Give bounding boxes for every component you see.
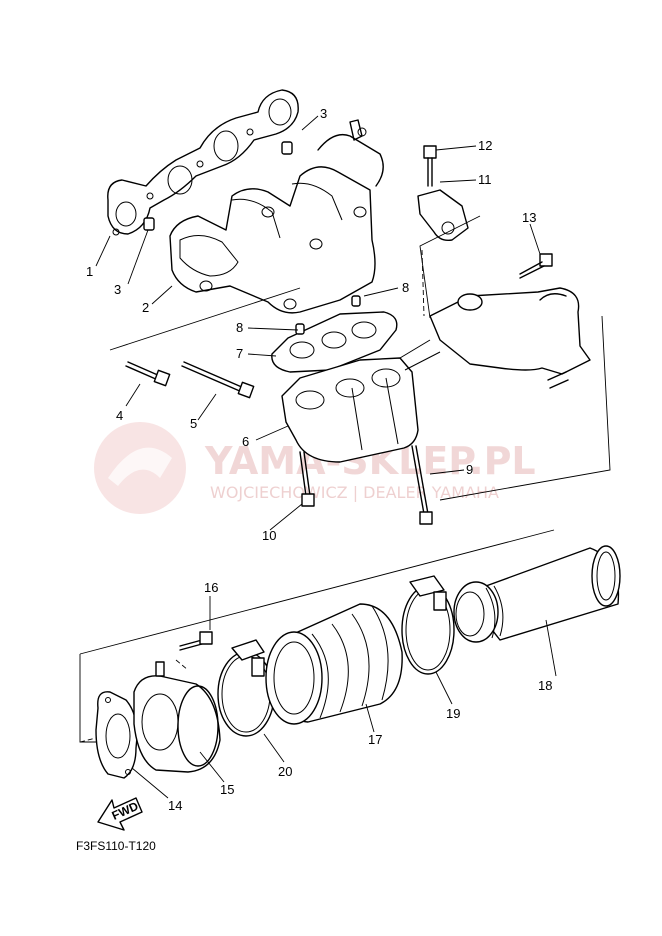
callout-11: 11 [478, 172, 492, 187]
part-11-bracket [417, 189, 469, 242]
callout-1: 1 [86, 264, 93, 279]
callout-8-upper: 8 [402, 280, 409, 295]
watermark-subtitle: WOJCIECHOWICZ | DEALER YAMAHA [210, 483, 499, 502]
part-5-long-bolt [181, 361, 255, 399]
exhaust-pipe-assembly [399, 287, 591, 389]
callout-9: 9 [466, 462, 473, 477]
part-14-flange-gasket [95, 691, 138, 779]
part-17-rubber-hose [265, 603, 403, 725]
part-10-bolt [299, 451, 315, 507]
part-2-exhaust-manifold [169, 119, 384, 314]
part-15-flange [133, 661, 221, 773]
fwd-arrow-icon: FWD [97, 797, 143, 831]
part-16-bolt [179, 631, 213, 651]
diagram-code: F3FS110-T120 [76, 839, 156, 853]
part-8-pin-upper [351, 295, 361, 307]
callout-17: 17 [368, 732, 382, 747]
assembly-frame-dash-upper [421, 249, 425, 317]
callout-13: 13 [522, 210, 536, 225]
assembly-frame-upper [109, 215, 611, 501]
part-9-bolt [411, 445, 433, 525]
part-19-hose-clamp [401, 575, 455, 675]
callout-7: 7 [236, 346, 243, 361]
callout-12: 12 [478, 138, 492, 153]
callout-2: 2 [142, 300, 149, 315]
callout-8-lower: 8 [236, 320, 243, 335]
part-4-bolt [125, 361, 171, 387]
callout-19: 19 [446, 706, 460, 721]
part-13-bolt [519, 253, 553, 279]
callout-3-lower: 3 [114, 282, 121, 297]
callout-10: 10 [262, 528, 276, 543]
part-6-outlet-block [281, 357, 419, 463]
part-3-dowel-lower [143, 217, 155, 231]
callout-3-upper: 3 [320, 106, 327, 121]
callout-20: 20 [278, 764, 292, 779]
leader-lines [95, 115, 557, 799]
callout-4: 4 [116, 408, 123, 423]
part-3-dowel-upper [281, 141, 293, 155]
assembly-frame-dash-16 [175, 659, 189, 671]
callout-15: 15 [220, 782, 234, 797]
callout-18: 18 [538, 678, 552, 693]
callout-labels: 1 2 3 3 4 5 6 7 8 8 9 10 11 12 13 14 15 … [86, 106, 552, 813]
callout-14: 14 [168, 798, 182, 813]
part-7-gasket [271, 311, 398, 373]
watermark: YAMA-SKLEP.PL WOJCIECHOWICZ | DEALER YAM… [94, 422, 536, 514]
callout-5: 5 [190, 416, 197, 431]
part-20-hose-clamp [217, 639, 275, 737]
callout-16: 16 [204, 580, 218, 595]
part-18-exhaust-pipe [453, 545, 621, 643]
callout-6: 6 [242, 434, 249, 449]
part-12-bolt [423, 145, 437, 187]
part-8-pin-lower [295, 323, 305, 335]
